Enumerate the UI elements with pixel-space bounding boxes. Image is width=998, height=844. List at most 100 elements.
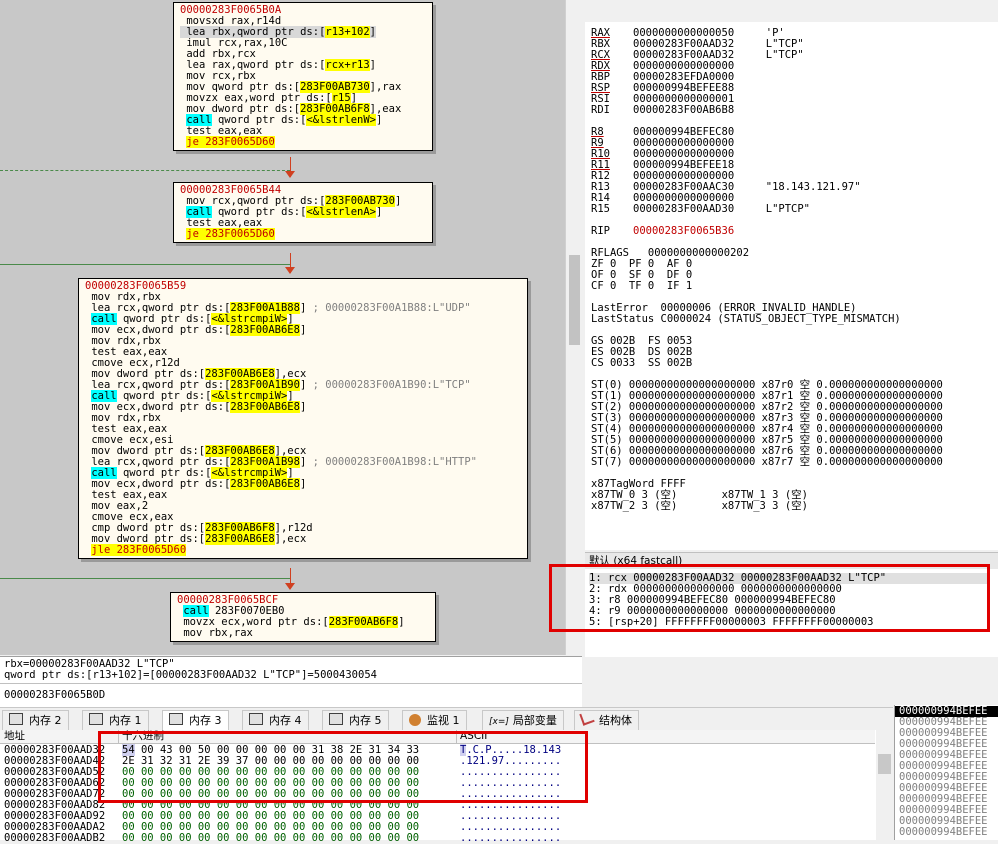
asm-line[interactable]: test eax,eax: [180, 217, 263, 229]
segment-line[interactable]: ES 002B DS 002B: [591, 346, 693, 358]
stack-entry[interactable]: 000000994BEFEE: [899, 804, 988, 816]
code-block[interactable]: 00000283F0065B44 mov rcx,qword ptr ds:[2…: [173, 182, 433, 243]
asm-line[interactable]: movzx eax,word ptr ds:[r15]: [180, 92, 358, 104]
code-block[interactable]: 00000283F0065B59 mov rdx,rbx lea rcx,qwo…: [78, 278, 528, 559]
tab-memory-3[interactable]: 内存 3: [162, 710, 229, 730]
asm-line[interactable]: mov rcx,rbx: [180, 70, 256, 82]
asm-line[interactable]: call 283F0070EB0: [183, 605, 285, 617]
last-error[interactable]: LastError 00000006 (ERROR_INVALID_HANDLE…: [591, 302, 857, 314]
stack-entry[interactable]: 000000994BEFEE: [899, 727, 988, 739]
dump-ascii[interactable]: .121.97.........: [460, 755, 562, 767]
dump-ascii[interactable]: ................: [460, 832, 562, 844]
dump-ascii[interactable]: ................: [460, 777, 562, 789]
rflags-line[interactable]: RFLAGS 0000000000000202: [591, 247, 750, 259]
dump-ascii[interactable]: ................: [460, 799, 562, 811]
asm-line[interactable]: add rbx,rcx: [180, 48, 256, 60]
stack-entry[interactable]: 000000994BEFEE: [895, 706, 998, 717]
dump-hex[interactable]: 54 00 43 00 50 00 00 00 00 00 31 38 2E 3…: [122, 744, 420, 756]
fpu-register[interactable]: ST(2) 00000000000000000000 x87r2 空 0.000…: [591, 401, 943, 413]
dump-hex[interactable]: 00 00 00 00 00 00 00 00 00 00 00 00 00 0…: [122, 799, 420, 811]
stack-entry[interactable]: 000000994BEFEE: [899, 760, 988, 772]
asm-line[interactable]: test eax,eax: [85, 423, 168, 435]
flags-line[interactable]: CF 0 TF 0 IF 1: [591, 280, 693, 292]
fpu-register[interactable]: ST(0) 00000000000000000000 x87r0 空 0.000…: [591, 379, 943, 391]
asm-line[interactable]: mov dword ptr ds:[283F00AB6E8],ecx: [85, 368, 307, 380]
arg-line[interactable]: 4: r9 0000000000000000 0000000000000000: [589, 605, 836, 617]
fpu-register[interactable]: ST(3) 00000000000000000000 x87r3 空 0.000…: [591, 412, 943, 424]
asm-line[interactable]: call qword ptr ds:[<&lstrlenA>]: [186, 206, 383, 218]
asm-line[interactable]: mov dword ptr ds:[283F00AB6E8],ecx: [85, 533, 307, 545]
asm-line[interactable]: mov eax,2: [85, 500, 149, 512]
asm-line[interactable]: lea rbx,qword ptr ds:[r13+102]: [180, 26, 376, 38]
tab-memory-5[interactable]: 内存 5: [322, 710, 389, 730]
x87-tagword[interactable]: x87TagWord FFFF: [591, 478, 686, 490]
dump-hex[interactable]: 00 00 00 00 00 00 00 00 00 00 00 00 00 0…: [122, 821, 420, 833]
asm-line[interactable]: call qword ptr ds:[<&lstrcmpiW>]: [91, 390, 294, 402]
asm-line[interactable]: mov qword ptr ds:[283F00AB730],rax: [180, 81, 402, 93]
fpu-register[interactable]: ST(5) 00000000000000000000 x87r5 空 0.000…: [591, 434, 943, 446]
asm-line[interactable]: test eax,eax: [85, 489, 168, 501]
asm-line[interactable]: lea rcx,qword ptr ds:[283F00A1B88] ; 000…: [85, 302, 471, 314]
arg-line[interactable]: 5: [rsp+20] FFFFFFFF00000003 FFFFFFFF000…: [589, 616, 874, 628]
stack-entry[interactable]: 000000994BEFEE: [899, 826, 988, 838]
segment-line[interactable]: CS 0033 SS 002B: [591, 357, 693, 369]
asm-line[interactable]: movsxd rax,r14d: [180, 15, 282, 27]
dump-ascii[interactable]: ................: [460, 766, 562, 778]
asm-line[interactable]: mov rdx,rbx: [85, 335, 161, 347]
arg-line[interactable]: 2: rdx 0000000000000000 0000000000000000: [589, 583, 842, 595]
fpu-register[interactable]: ST(6) 00000000000000000000 x87r6 空 0.000…: [591, 445, 943, 457]
fpu-register[interactable]: ST(7) 00000000000000000000 x87r7 空 0.000…: [591, 456, 943, 468]
dump-ascii[interactable]: T.C.P.....18.143: [460, 744, 562, 756]
asm-line[interactable]: call qword ptr ds:[<&lstrcmpiW>]: [91, 467, 294, 479]
flags-line[interactable]: OF 0 SF 0 DF 0: [591, 269, 693, 281]
asm-line[interactable]: lea rax,qword ptr ds:[rcx+r13]: [180, 59, 376, 71]
dump-ascii[interactable]: ................: [460, 788, 562, 800]
dump-ascii[interactable]: ................: [460, 821, 562, 833]
segment-line[interactable]: GS 002B FS 0053: [591, 335, 693, 347]
tab-struct[interactable]: 结构体: [574, 710, 639, 730]
asm-line[interactable]: mov ecx,dword ptr ds:[283F00AB6E8]: [85, 401, 307, 413]
asm-line[interactable]: test eax,eax: [85, 346, 168, 358]
asm-line[interactable]: mov ecx,dword ptr ds:[283F00AB6E8]: [85, 478, 307, 490]
fpu-register[interactable]: ST(1) 00000000000000000000 x87r1 空 0.000…: [591, 390, 943, 402]
asm-line[interactable]: mov dword ptr ds:[283F00AB6F8],eax: [180, 103, 402, 115]
asm-line[interactable]: cmove ecx,esi: [85, 434, 174, 446]
dump-hex[interactable]: 00 00 00 00 00 00 00 00 00 00 00 00 00 0…: [122, 788, 420, 800]
code-block[interactable]: 00000283F0065BCF call 283F0070EB0 movzx …: [170, 592, 436, 642]
stack-entry[interactable]: 000000994BEFEE: [899, 771, 988, 783]
graph-scrollbar[interactable]: [565, 0, 583, 655]
x87-tw-line[interactable]: x87TW_2 3 (空) x87TW_3 3 (空): [591, 500, 808, 512]
code-block[interactable]: 00000283F0065B0A movsxd rax,r14d lea rbx…: [173, 2, 433, 151]
x87-tw-line[interactable]: x87TW_0 3 (空) x87TW_1 3 (空): [591, 489, 808, 501]
fpu-register[interactable]: ST(4) 00000000000000000000 x87r4 空 0.000…: [591, 423, 943, 435]
tab-locals[interactable]: [x=]局部变量: [482, 710, 564, 730]
asm-line[interactable]: jle 283F0065D60: [91, 544, 187, 556]
asm-line[interactable]: mov rcx,qword ptr ds:[283F00AB730]: [180, 195, 402, 207]
tab-memory-4[interactable]: 内存 4: [242, 710, 309, 730]
stack-entry[interactable]: 000000994BEFEE: [899, 716, 988, 728]
asm-line[interactable]: lea rcx,qword ptr ds:[283F00A1B98] ; 000…: [85, 456, 477, 468]
stack-entry[interactable]: 000000994BEFEE: [899, 738, 988, 750]
asm-line[interactable]: lea rcx,qword ptr ds:[283F00A1B90] ; 000…: [85, 379, 471, 391]
asm-line[interactable]: je 283F0065D60: [186, 228, 275, 240]
asm-line[interactable]: mov dword ptr ds:[283F00AB6E8],ecx: [85, 445, 307, 457]
stack-entry[interactable]: 000000994BEFEE: [899, 793, 988, 805]
graph-view[interactable]: 00000283F0065B0A movsxd rax,r14d lea rbx…: [0, 0, 565, 655]
dump-hex[interactable]: 00 00 00 00 00 00 00 00 00 00 00 00 00 0…: [122, 766, 420, 778]
asm-line[interactable]: movzx ecx,word ptr ds:[283F00AB6F8]: [177, 616, 405, 628]
asm-line[interactable]: mov ecx,dword ptr ds:[283F00AB6E8]: [85, 324, 307, 336]
asm-line[interactable]: test eax,eax: [180, 125, 263, 137]
